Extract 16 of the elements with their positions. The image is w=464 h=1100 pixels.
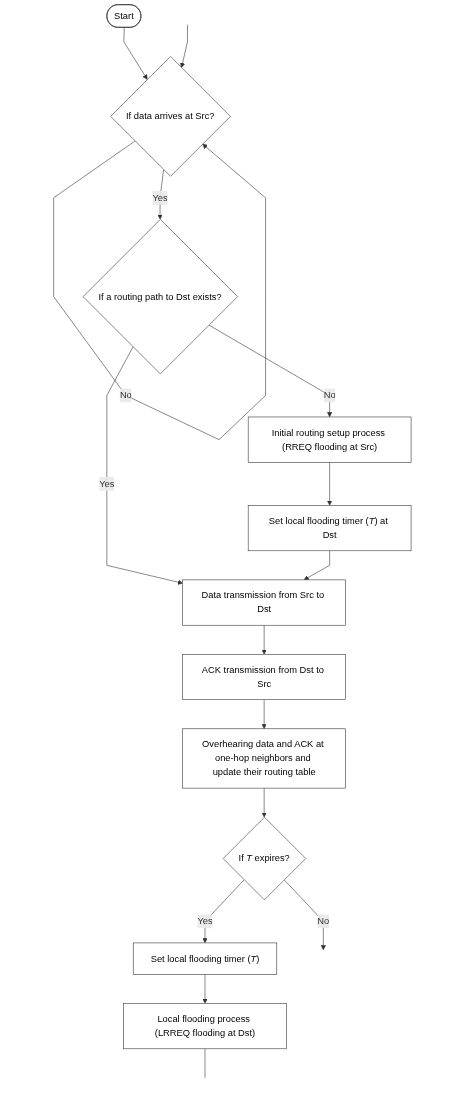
- node-box: Data transmission from Src to Dst: [182, 579, 346, 626]
- node-diamond: If a routing path to Dst exists?: [82, 219, 238, 375]
- node-box: Initial routing setup process (RREQ flooding at Src): [247, 416, 411, 463]
- edge-label: Yes: [152, 192, 168, 203]
- edge-label: Yes: [197, 916, 213, 927]
- node-box: Set local flooding timer (T): [132, 942, 277, 975]
- node-diamond: If T expires?: [222, 816, 306, 901]
- node-box: Overhearing data and ACK at one-hop neighbors and update their routing table: [182, 728, 346, 789]
- edge-label: No: [323, 390, 336, 401]
- node-diamond: If data arrives at Src?: [109, 56, 231, 177]
- edge-label: No: [119, 390, 132, 401]
- node-box: Set local flooding timer (T) at Dst: [247, 505, 411, 552]
- edge-label: No: [316, 916, 329, 927]
- node-box: ACK transmission from Dst to Src: [182, 654, 346, 700]
- node-box: Local flooding process (LRREQ flooding at Dst): [122, 1003, 287, 1050]
- edge-label: Yes: [98, 478, 115, 489]
